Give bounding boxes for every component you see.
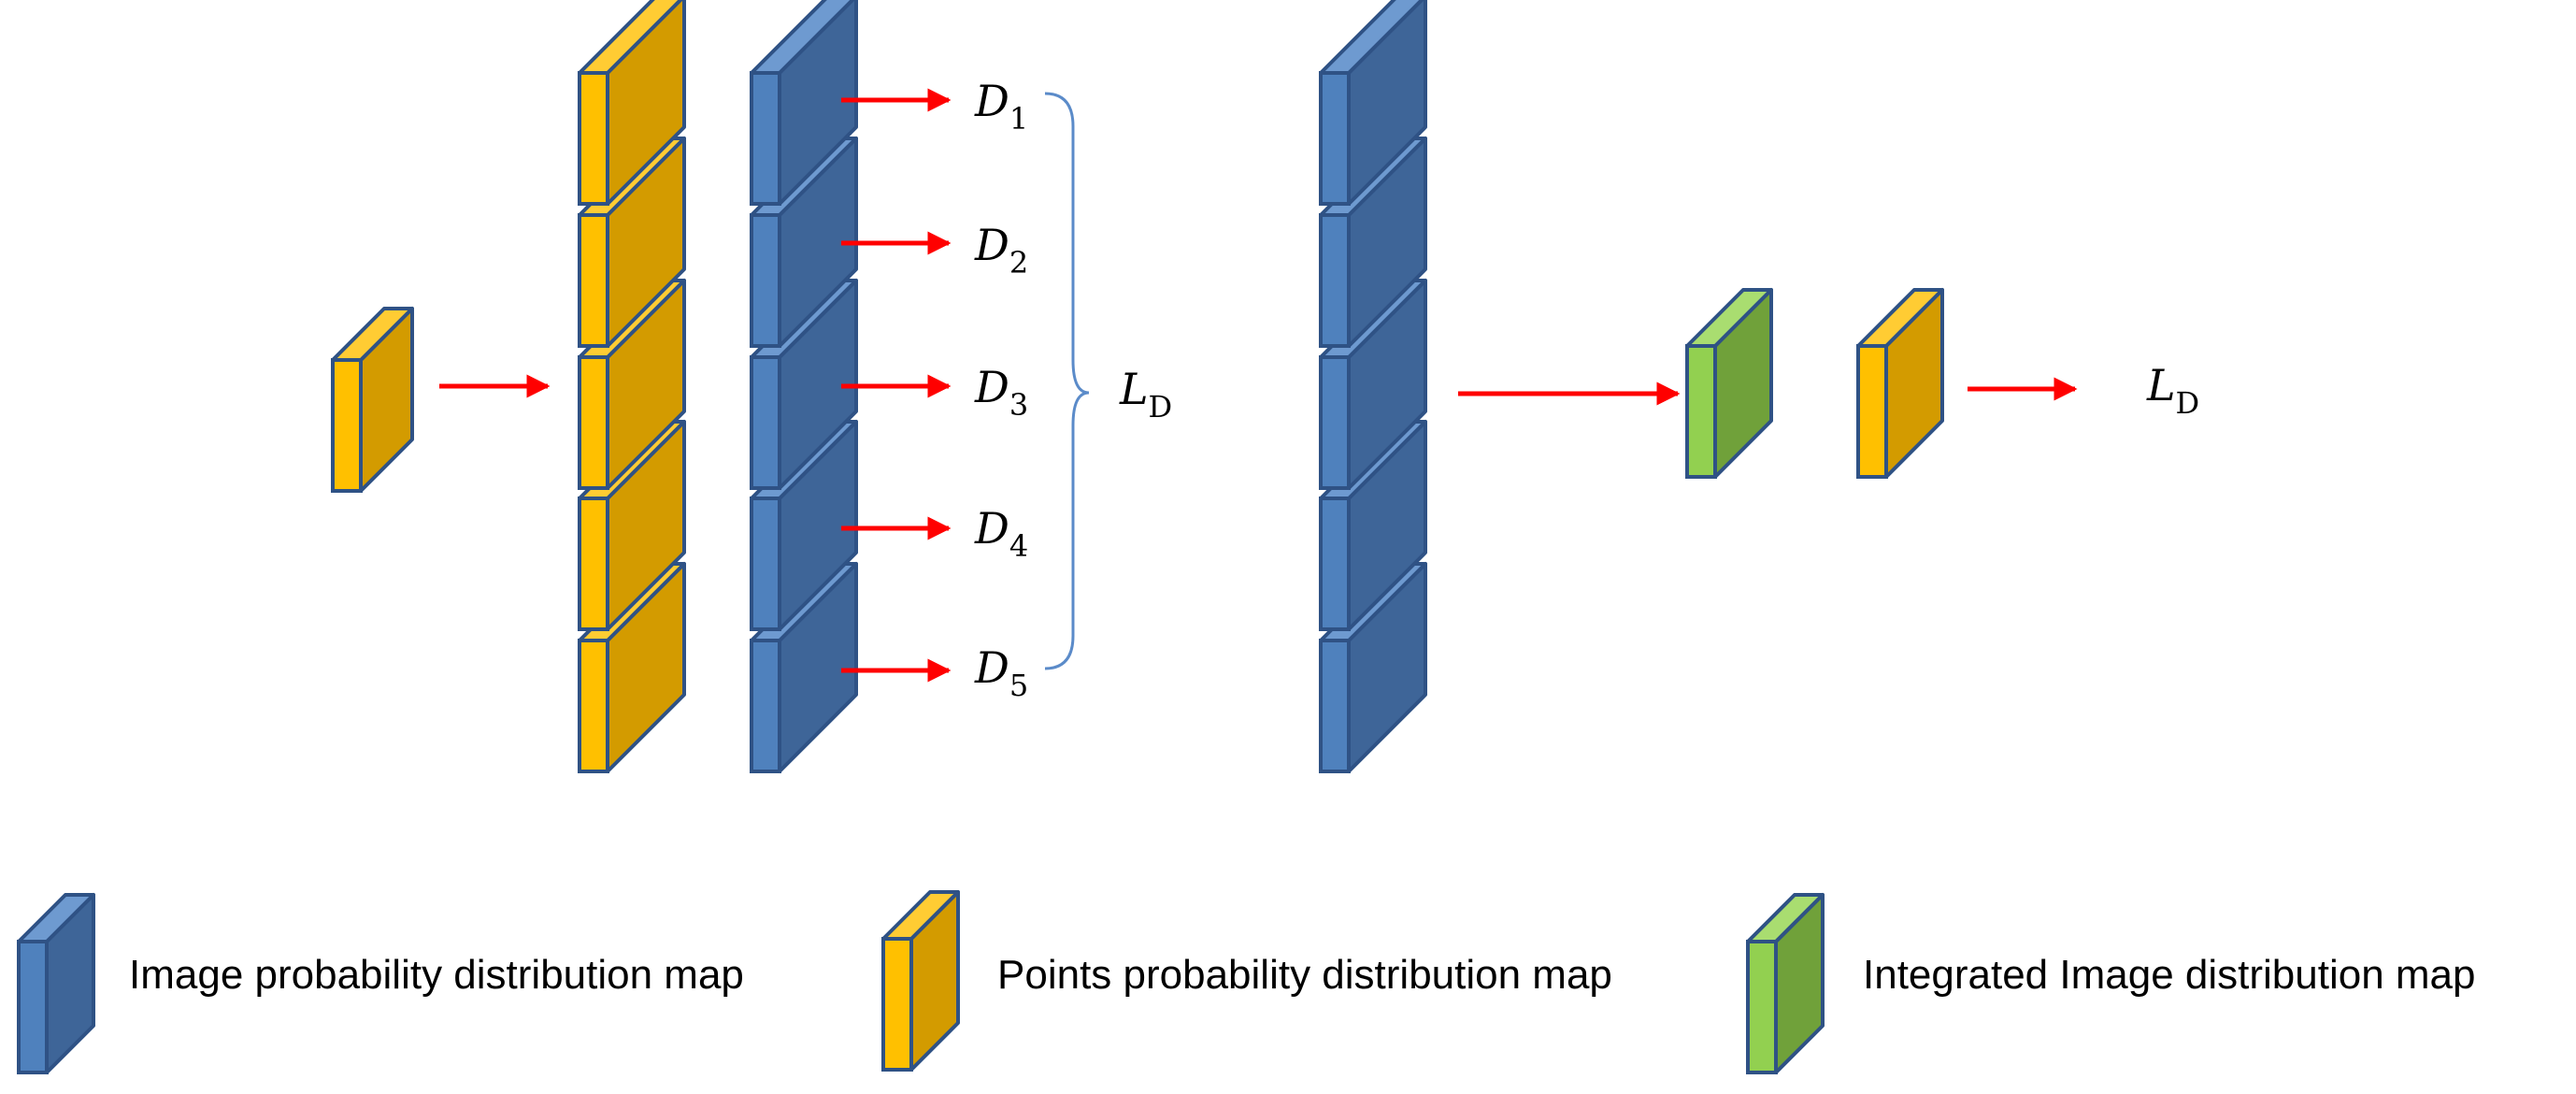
- image-map-column-a-3-front: [750, 355, 781, 490]
- image-map-column-b-1: [1319, 0, 1427, 206]
- points-map-stack-3-front: [578, 355, 609, 490]
- image-map-column-b-1-front: [1319, 71, 1351, 206]
- legend-icons: [17, 890, 1825, 1074]
- image-map-column-b-2-front: [1319, 213, 1351, 348]
- output-label-d3: D3: [974, 362, 1028, 423]
- output-label-d5: D5: [974, 642, 1028, 703]
- output-labels: D1 D2 D3 D4 D5: [974, 76, 1028, 703]
- image-map-column-b-3-front: [1319, 355, 1351, 490]
- grouping-brace: [1044, 92, 1090, 670]
- image-map-column-b-5-front: [1319, 639, 1351, 773]
- legend: Image probability distribution map Point…: [17, 890, 2476, 1074]
- loss-label: LD: [1119, 364, 1172, 425]
- input-points-map-front: [331, 358, 363, 493]
- legend-icon-image: [17, 893, 95, 1074]
- points-map-stack-1: [578, 0, 686, 206]
- legend-icon-points: [881, 890, 960, 1072]
- output-label-d2: D2: [974, 220, 1028, 281]
- final-loss-label: LD: [2146, 360, 2199, 421]
- points-map-stack-2-front: [578, 213, 609, 348]
- blocks-layer: [331, 0, 1944, 773]
- legend-label-image: Image probability distribution map: [129, 952, 744, 998]
- points-map-stack-5-front: [578, 639, 609, 773]
- image-map-column-a-5-front: [750, 639, 781, 773]
- arrows-layer: [439, 88, 2078, 683]
- image-map-column-a-4-front: [750, 497, 781, 631]
- legend-icon-image-front: [17, 940, 49, 1074]
- final-points-map: [1856, 288, 1944, 479]
- output-label-d1: D1: [974, 76, 1028, 137]
- image-map-column-a-2-front: [750, 213, 781, 348]
- legend-icon-integrated: [1746, 893, 1825, 1074]
- image-map-column-a-4: [750, 420, 858, 631]
- image-map-column-a-1-front: [750, 71, 781, 206]
- integrated-image-map-front: [1685, 344, 1717, 479]
- image-map-column-a-1: [750, 0, 858, 206]
- output-label-d4: D4: [974, 503, 1028, 564]
- final-points-map-front: [1856, 344, 1888, 479]
- image-map-column-b-3: [1319, 279, 1427, 490]
- points-map-stack-1-front: [578, 71, 609, 206]
- legend-label-points: Points probability distribution map: [997, 952, 1612, 998]
- legend-icon-integrated-front: [1746, 940, 1778, 1074]
- legend-label-integrated: Integrated Image distribution map: [1863, 952, 2476, 998]
- input-points-map: [331, 307, 414, 493]
- integrated-image-map: [1685, 288, 1773, 479]
- image-map-column-b-4-front: [1319, 497, 1351, 631]
- points-map-stack-4-front: [578, 497, 609, 631]
- legend-icon-points-front: [881, 937, 913, 1072]
